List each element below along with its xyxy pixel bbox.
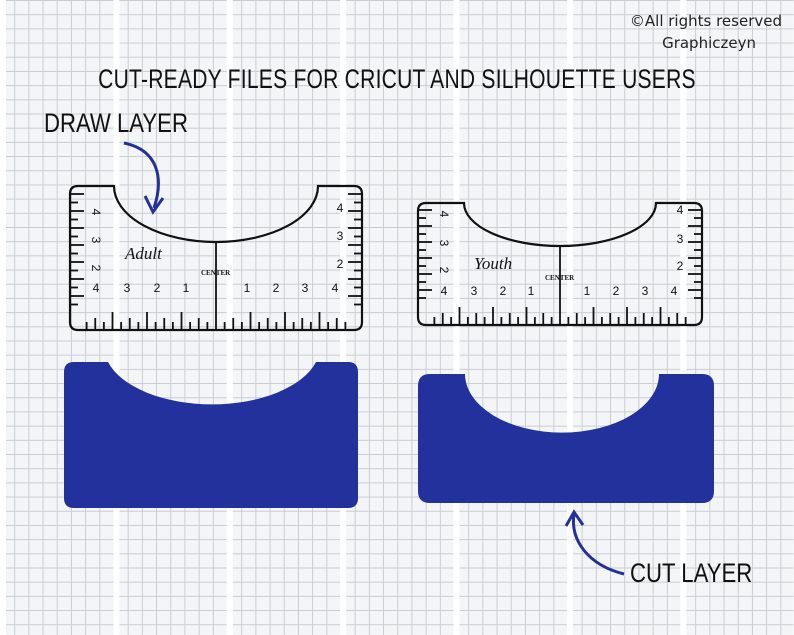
ruler-number: 4 [437, 211, 451, 218]
ruler-number: 2 [437, 267, 451, 274]
adult-ruler: Adult CENTER 4 3 2 1 1 2 3 4 4 4 3 3 2 2 [68, 184, 364, 332]
ruler-number: 3 [471, 284, 478, 298]
ruler-number: 4 [441, 284, 448, 298]
adult-cut-shape [64, 362, 358, 508]
adult-ruler-outline [68, 184, 364, 332]
ruler-number: 2 [89, 265, 103, 272]
ruler-number: 4 [89, 209, 103, 216]
adult-center-label: CENTER [201, 269, 231, 277]
ruler-number: 2 [154, 281, 161, 295]
draw-layer-arrow [123, 141, 165, 215]
ruler-number: 3 [642, 284, 649, 298]
ruler-number: 3 [437, 240, 451, 247]
ruler-number: 1 [584, 284, 591, 298]
ruler-number: 3 [677, 232, 684, 246]
copyright-line: ©All rights reserved [629, 12, 782, 30]
youth-label: Youth [474, 254, 512, 273]
draw-layer-label: DRAW LAYER [44, 108, 188, 138]
ruler-number: 2 [273, 281, 280, 295]
cut-layer-arrow [564, 509, 625, 576]
youth-center-label: CENTER [545, 274, 575, 282]
adult-label: Adult [124, 244, 163, 263]
cut-layer-label: CUT LAYER [630, 558, 753, 588]
ruler-number: 4 [332, 281, 339, 295]
youth-cut-shape [418, 374, 714, 503]
youth-ruler: Youth CENTER 4 3 2 1 1 2 3 4 4 4 3 3 2 2 [416, 201, 704, 327]
ruler-number: 3 [124, 281, 131, 295]
ruler-number: 2 [677, 259, 684, 273]
ruler-number: 4 [337, 201, 344, 215]
headline: CUT-READY FILES FOR CRICUT AND SILHOUETT… [98, 64, 696, 94]
ruler-number: 1 [183, 281, 190, 295]
ruler-number: 1 [528, 284, 535, 298]
ruler-number: 4 [93, 281, 100, 295]
ruler-number: 1 [244, 281, 251, 295]
ruler-number: 2 [337, 257, 344, 271]
ruler-number: 2 [500, 284, 507, 298]
ruler-number: 4 [677, 203, 684, 217]
brand-name: Graphiczeyn [662, 34, 756, 52]
ruler-number: 3 [302, 281, 309, 295]
ruler-number: 2 [613, 284, 620, 298]
copyright-notice: ©All rights reserved Graphiczeyn [630, 10, 782, 54]
ruler-number: 3 [89, 237, 103, 244]
ruler-number: 4 [671, 284, 678, 298]
ruler-number: 3 [337, 229, 344, 243]
youth-ruler-outline [416, 201, 704, 327]
